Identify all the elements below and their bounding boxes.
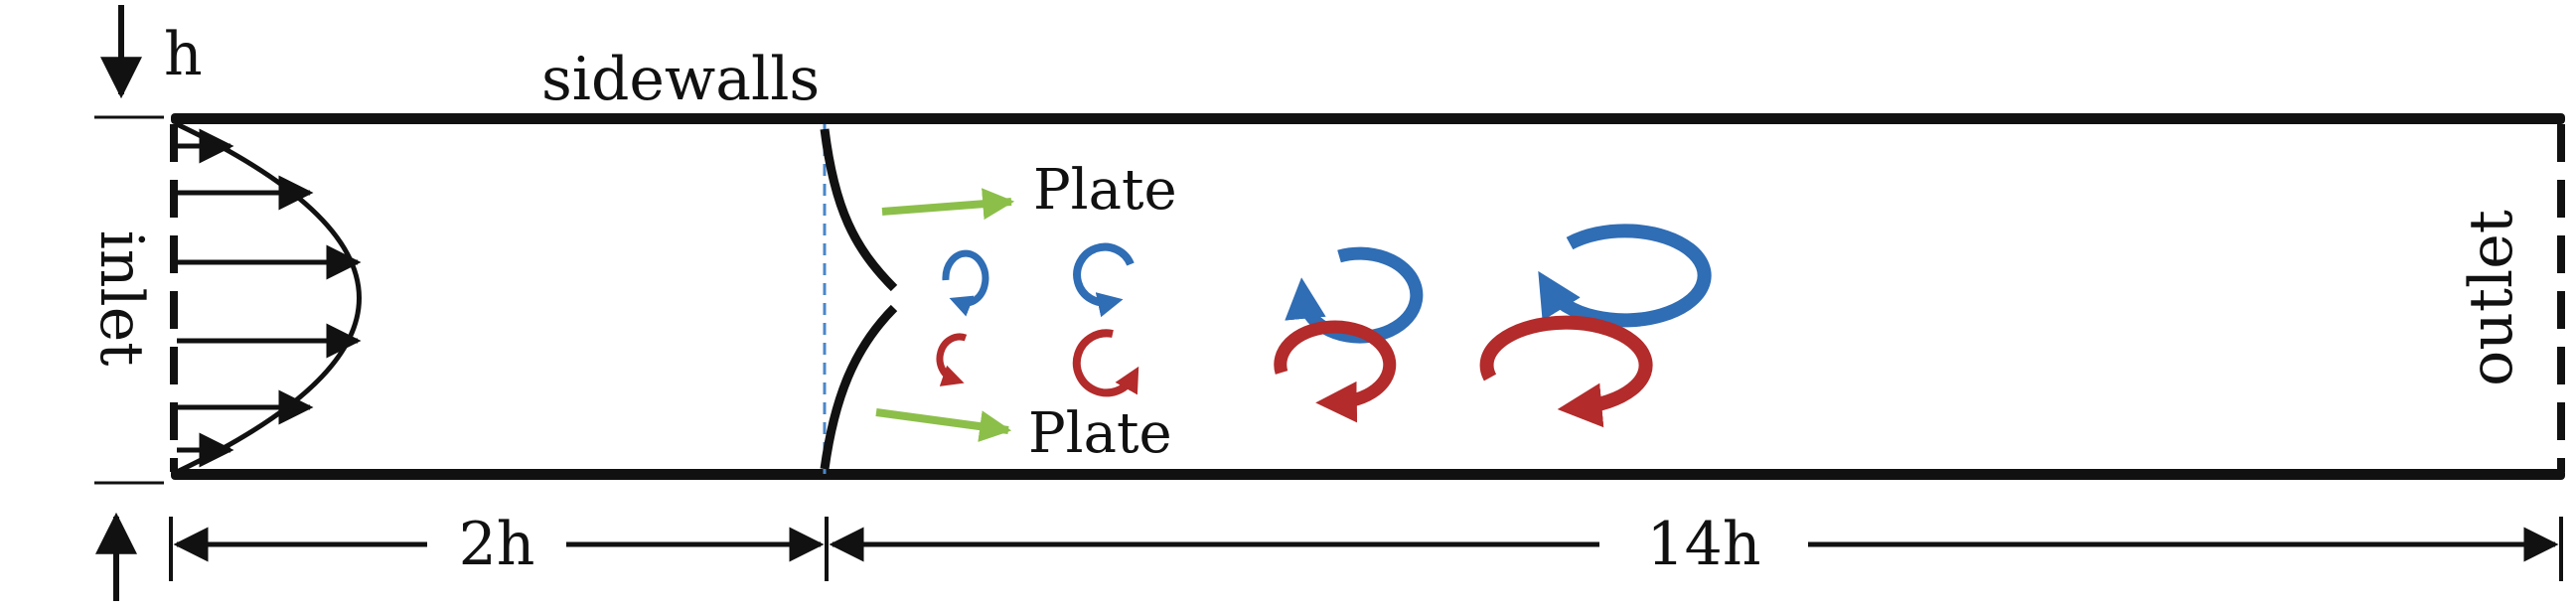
outlet-boundary: outlet (2457, 124, 2565, 472)
sidewalls-label: sidewalls (541, 45, 820, 114)
inflow-profile (175, 121, 362, 475)
outlet-label: outlet (2457, 210, 2526, 386)
upper-plate-label: Plate (1033, 158, 1177, 223)
upper-plate (820, 128, 898, 292)
height-label: h (164, 20, 203, 89)
vortex-icon (1072, 329, 1139, 397)
lower-plate-label: Plate (1028, 401, 1172, 466)
vortex-icon (1073, 242, 1135, 318)
lower-plate (820, 304, 898, 470)
plate-pointer-arrow-icon (881, 188, 1015, 221)
vortex-icon (1479, 315, 1653, 428)
inlet-boundary: inlet (86, 124, 178, 472)
vortex-icon (942, 249, 989, 317)
red-vortex-row (936, 315, 1653, 428)
plate-pointer-arrow-icon (875, 408, 1012, 442)
vortex-icon (936, 333, 968, 386)
downstream-length-label: 14h (1647, 510, 1761, 579)
height-indicator: h (94, 5, 203, 601)
sidewalls: sidewalls (171, 45, 2565, 480)
vortex-icon (1274, 320, 1397, 423)
upstream-length-label: 2h (459, 510, 535, 579)
dimension-lines: 2h 14h (169, 510, 2563, 581)
inlet-label: inlet (86, 230, 156, 367)
flexible-plates: Plate Plate (820, 124, 1177, 477)
vortex-icon (1538, 224, 1712, 328)
